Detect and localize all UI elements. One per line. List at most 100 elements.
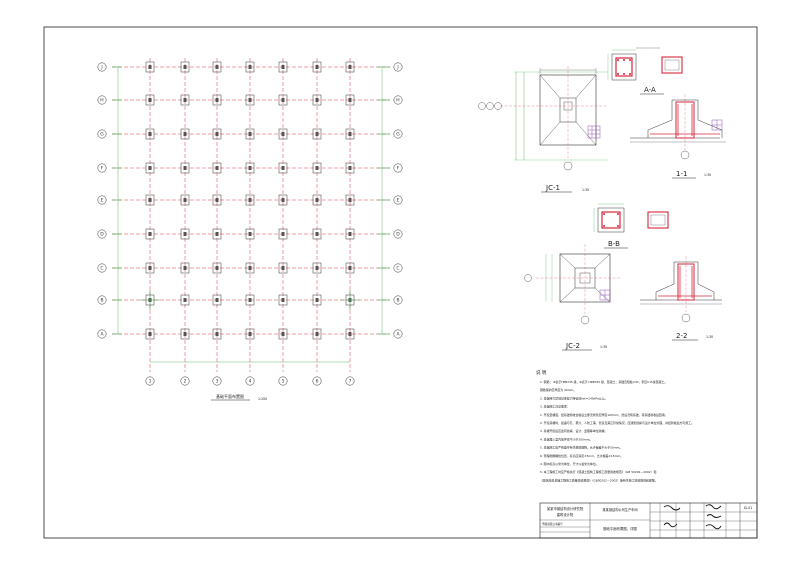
axis-label: H [396,98,399,104]
footing-F3 [212,162,222,174]
axis-label: G [396,132,400,138]
axis-bubble-F-R: F [393,163,403,173]
section-aa-label: A-A [644,86,656,94]
footing-H2 [180,94,190,106]
footing-J6 [312,61,322,73]
footing-D4 [245,228,255,240]
footing-C2 [180,262,190,274]
axis-label: H [100,98,103,104]
footing-C5 [278,262,288,274]
footing-G7 [345,128,355,140]
footing-F7 [345,162,355,174]
axis-label: E [101,198,104,204]
footing-G5 [278,128,288,140]
footing-E2 [180,194,190,206]
footing-C1 [145,262,155,274]
footing-H7 [345,94,355,106]
footing-J4 [245,61,255,73]
footing-B3 [212,294,222,306]
axis-label: B [100,298,103,304]
section-11-detail: 1-1 1:30 [630,94,726,179]
note-line: 5. 本工程施工时应严格执行《混凝土结构工程施工质量验收规范》（GB 50204… [540,469,657,474]
footing-H4 [245,94,255,106]
axis-bubble-B-L: B [97,295,107,305]
axis-label: B [396,298,399,304]
axis-label: 1 [149,379,152,385]
axis-label: 3 [216,379,219,385]
footing-G3 [212,128,222,140]
footing-C3 [212,262,222,274]
footing-H3 [212,94,222,106]
axis-bubble-J-R: J [393,62,403,72]
section-bb-detail: B-B [593,203,669,249]
axis-label: 6 [316,379,319,385]
axis-bubble-A-R: A [393,329,403,339]
footing-A6 [312,328,322,340]
footing-A7 [345,328,355,340]
footing-E4 [245,194,255,206]
footing-F2 [180,162,190,174]
axis-label: C [396,266,399,272]
axis-bubble-E-R: E [393,195,403,205]
signature-3 [705,504,722,518]
section-22-label: 2-2 [676,332,687,340]
footing-D5 [278,228,288,240]
section-22-detail: 2-2 1:30 [640,256,722,341]
axis-bubble-E-L: E [97,195,107,205]
jc1-plan-detail: JC-1 1:30 [478,66,608,193]
footing-E6 [312,194,322,206]
footing-F6 [312,162,322,174]
axis-bubble-D-L: D [97,229,107,239]
footing-H1 [145,94,155,106]
footing-F4 [245,162,255,174]
axis-bubble-A-L: A [97,329,107,339]
footing-J2 [180,61,190,73]
axis-bubble-H-R: H [393,95,403,105]
axis-label: E [397,198,400,204]
footing-A4 [245,328,255,340]
footing-C4 [245,262,255,274]
axis-label: G [100,132,104,138]
footing-G2 [180,128,190,140]
footing-G6 [312,128,322,140]
footing-C7 [345,262,355,274]
footing-B2 [180,294,190,306]
axis-bubble-G-R: G [393,129,403,139]
note-line: 6. 预埋地脚螺栓位置、标高应满足±5mm，允许偏差±15mm。 [540,453,623,458]
section-11-label: 1-1 [676,170,687,178]
axis-label: J [396,65,398,71]
plan-scale: 1:200 [258,397,267,401]
drawing-title: 基础平面布置图、详图 [603,526,638,531]
note-line: 1. 钢筋： Φ表示HPB235 级，Φ表示 HRB335 级，混凝土：基础及短… [540,379,667,384]
footing-B5 [278,294,288,306]
footing-A5 [278,328,288,340]
axis-bubble-H-L: H [97,95,107,105]
axis-bubble-4: 4 [245,376,255,386]
footing-J3 [212,61,222,73]
footing-D2 [180,228,190,240]
note-line: 2. 基础持力层地基承载力特征值fak=140kPa以上。 [540,395,607,400]
footing-E3 [212,194,222,206]
footing-A3 [212,328,222,340]
axis-bubble-5: 5 [278,376,288,386]
footing-E1 [145,194,155,206]
axis-bubble-J-L: J [97,62,107,72]
general-notes: 说 明 1. 钢筋： Φ表示HPB235 级，Φ表示 HRB335 级，混凝土：… [536,369,694,482]
axis-bubble-3: 3 [212,376,222,386]
axis-bubble-1: 1 [145,376,155,386]
axis-bubble-6: 6 [312,376,322,386]
footing-C6 [312,262,322,274]
axis-label: A [100,332,104,338]
plan-title: 基础平面布置图 [216,393,244,399]
jc1-label: JC-1 [545,184,560,192]
axis-bubble-C-L: C [97,263,107,273]
footing-G4 [245,128,255,140]
axis-label: F [397,166,400,172]
footing-D3 [212,228,222,240]
axis-label: 4 [249,379,252,385]
cert-number: 甲级资质证书编号 [542,522,563,526]
note-line: 4. 图中标高以米为单位，尺寸以毫米为单位。 [540,461,599,466]
footing-J1 [145,61,155,73]
footing-F1 [145,162,155,174]
